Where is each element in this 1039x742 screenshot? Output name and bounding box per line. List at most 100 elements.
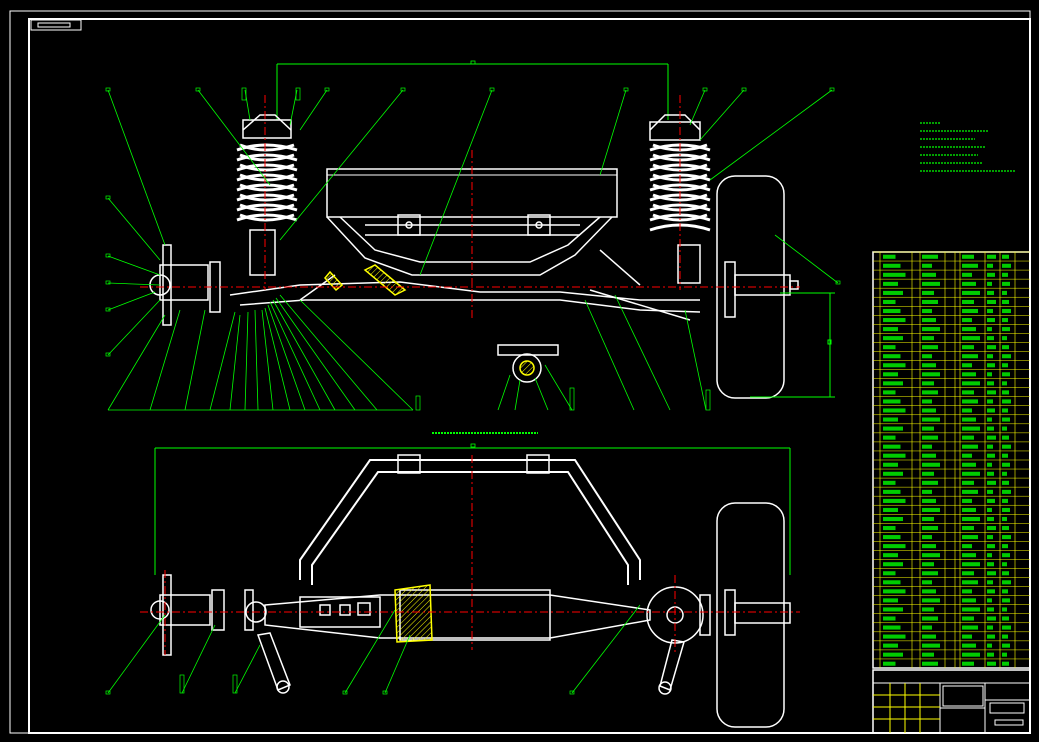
parts-table-cell-text xyxy=(922,589,936,594)
parts-table-cell-text xyxy=(962,589,972,594)
front-elevation-view xyxy=(149,60,799,399)
parts-table-cell-text xyxy=(922,263,932,268)
parts-table-cell-text xyxy=(922,318,936,323)
parts-table-cell-text xyxy=(883,526,896,531)
parts-table-cell-text xyxy=(883,263,901,268)
parts-table-cell-text xyxy=(1002,336,1007,341)
parts-table-cell-text xyxy=(922,553,940,558)
parts-table-cell-text xyxy=(1002,544,1008,549)
parts-table-cell-text xyxy=(922,507,940,512)
parts-table-cell-text xyxy=(1002,272,1008,277)
parts-table-cell-text xyxy=(922,471,934,476)
parts-table-cell-text xyxy=(922,290,934,295)
parts-table-cell-text xyxy=(1002,281,1010,286)
parts-table-cell-text xyxy=(962,435,974,440)
parts-table-cell-text xyxy=(962,390,974,395)
parts-table-cell-text xyxy=(1002,489,1011,494)
parts-table-cell-text xyxy=(987,471,994,476)
parts-table-cell-text xyxy=(883,643,898,648)
parts-table-cell-text xyxy=(1002,607,1007,612)
parts-table-cell-text xyxy=(1002,562,1007,567)
parts-table-cell-text xyxy=(922,327,940,332)
parts-table-cell-text xyxy=(1002,254,1009,259)
parts-table-cell-text xyxy=(962,498,972,503)
parts-table-cell-text xyxy=(922,390,938,395)
parts-table-cell-text xyxy=(987,489,993,494)
parts-table-cell-text xyxy=(1002,589,1008,594)
parts-table-cell-text xyxy=(1002,327,1010,332)
parts-table-cell-text xyxy=(922,336,934,341)
parts-table-cell-text xyxy=(1002,363,1008,368)
parts-table-cell-text xyxy=(1002,435,1009,440)
parts-table-cell-text xyxy=(962,336,980,341)
parts-table-cell-text xyxy=(962,299,974,304)
parts-table-cell-text xyxy=(922,526,938,531)
parts-table-cell-text xyxy=(883,580,901,585)
parts-table-cell-text xyxy=(883,634,906,639)
parts-table-cell-text xyxy=(1002,318,1008,323)
parts-table-cell-text xyxy=(987,290,994,295)
parts-table-cell-text xyxy=(987,462,992,467)
parts-table-cell-text xyxy=(1002,661,1009,666)
parts-table-cell-text xyxy=(1002,616,1009,621)
parts-table-cell-text xyxy=(987,399,993,404)
parts-table-cell-text xyxy=(922,661,938,666)
parts-table-cell-text xyxy=(962,281,976,286)
parts-table-cell-text xyxy=(922,607,934,612)
parts-table-cell-text xyxy=(1002,345,1009,350)
parts-table-cell-text xyxy=(922,453,936,458)
parts-table-cell-text xyxy=(883,571,896,576)
parts-table-cell-text xyxy=(962,254,974,259)
parts-table-cell-text xyxy=(962,562,980,567)
parts-table-cell-text xyxy=(922,516,934,522)
parts-table-cell-text xyxy=(922,426,934,431)
parts-table-cell-text xyxy=(883,562,903,567)
parts-table-cell-text xyxy=(922,652,934,657)
parts-table-cell-text xyxy=(962,318,972,323)
parts-table-cell-text xyxy=(1002,453,1008,458)
front-view-centerlines xyxy=(140,95,800,320)
parts-table-cell-text xyxy=(987,507,992,512)
parts-table-cell-text xyxy=(1002,535,1011,540)
parts-table-cell-text xyxy=(987,435,996,440)
parts-table-cell-text xyxy=(922,598,940,603)
parts-table-cell-text xyxy=(1002,390,1009,395)
parts-table-cell-text xyxy=(922,399,932,404)
front-view-leaders xyxy=(107,89,839,411)
parts-table-cell-text xyxy=(883,435,896,440)
parts-table-cell-text xyxy=(922,462,940,467)
parts-table-cell-text xyxy=(922,625,932,630)
parts-table-cell-text xyxy=(962,408,972,413)
parts-table-cell-text xyxy=(883,336,903,341)
parts-table-cell-text xyxy=(922,571,938,576)
parts-table-cell-text xyxy=(962,652,980,657)
left-coil-spring xyxy=(236,114,298,276)
parts-table-cell-text xyxy=(987,308,993,314)
parts-table-cell-text xyxy=(962,625,978,630)
parts-table-cell-text xyxy=(883,652,903,657)
parts-table-cell-text xyxy=(987,272,995,277)
parts-table-cell-text xyxy=(1002,299,1009,304)
parts-table-cell-text xyxy=(962,544,972,549)
parts-table-cell-text xyxy=(987,616,996,621)
parts-table-cell-text xyxy=(987,417,992,422)
balloon-labels xyxy=(105,87,841,695)
parts-table-cell-text xyxy=(922,372,940,377)
parts-table-cell-text xyxy=(922,299,938,304)
plan-view-centerlines xyxy=(140,455,800,655)
parts-table-cell-text xyxy=(987,408,995,413)
parts-table-cell-text xyxy=(883,661,896,666)
parts-table-cell-text xyxy=(962,661,974,666)
parts-table-cell-text xyxy=(987,498,995,503)
parts-table-cell-text xyxy=(987,652,994,657)
parts-table-cell-text xyxy=(962,354,978,359)
parts-table-cell-text xyxy=(883,516,903,522)
parts-table-cell-text xyxy=(922,634,936,639)
parts-table-cell-text xyxy=(1002,643,1010,648)
parts-table-cell-text xyxy=(922,580,932,585)
parts-table-cell-text xyxy=(987,553,992,558)
parts-table-cell-text xyxy=(1002,408,1008,413)
parts-table-cell-text xyxy=(987,661,996,666)
parts-table-cell-text xyxy=(1002,381,1007,386)
